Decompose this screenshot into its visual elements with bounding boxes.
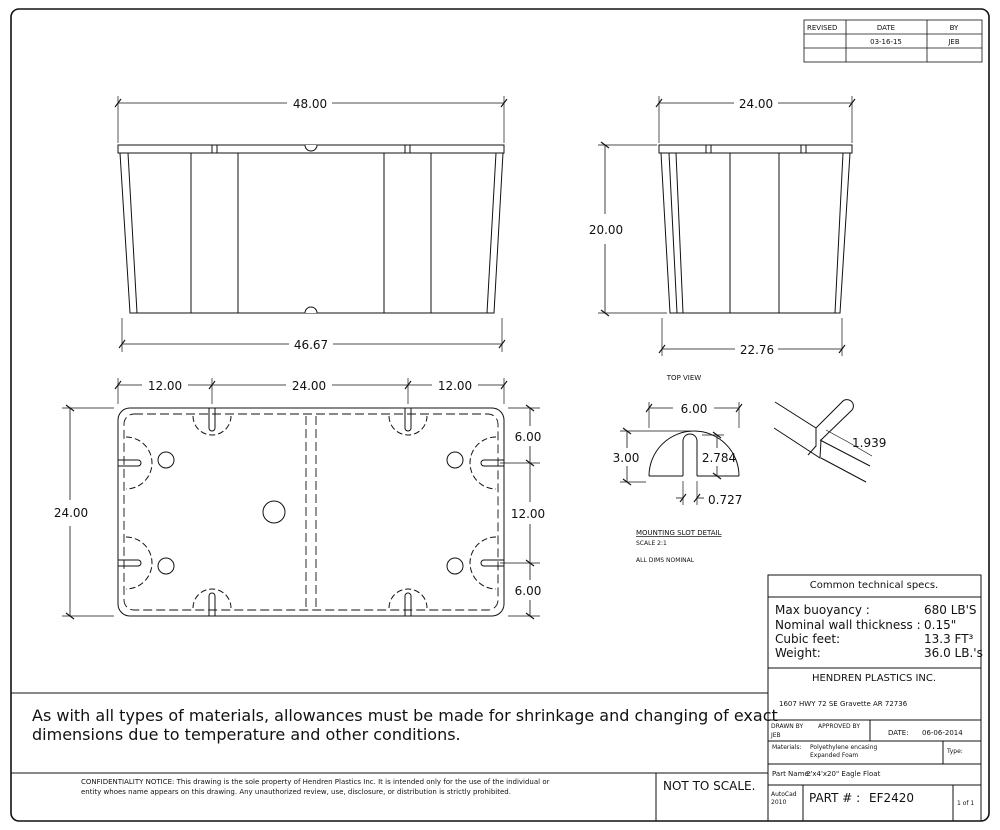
- slot-width: 6.00: [681, 402, 708, 416]
- top-view: [62, 378, 540, 620]
- revision-header-revised: REVISED: [807, 24, 837, 32]
- front-view-bottom-width: 46.67: [294, 338, 328, 352]
- spec-label-cubic: Cubic feet:: [775, 632, 840, 646]
- title-block: [767, 574, 982, 822]
- revision-date: 03-16-15: [870, 38, 902, 46]
- allowance-note-line1: As with all types of materials, allowanc…: [32, 706, 778, 725]
- top-view-right-bot: 6.00: [515, 584, 542, 598]
- software-label: AutoCad: [771, 791, 797, 798]
- materials-line2: Expanded Foam: [810, 752, 858, 759]
- materials-line1: Polyethylene encasing: [810, 744, 878, 751]
- slot-width-small: 0.727: [708, 493, 742, 507]
- not-to-scale: NOT TO SCALE.: [663, 779, 755, 793]
- sheet-number: 1 of 1: [957, 800, 974, 807]
- top-view-seg-right: 12.00: [438, 379, 472, 393]
- spec-value-buoyancy: 680 LB'S: [924, 603, 977, 617]
- top-view-seg-left: 12.00: [148, 379, 182, 393]
- approved-by-label: APPROVED BY: [818, 723, 860, 730]
- part-number-label: PART # :: [809, 791, 860, 805]
- spec-label-buoyancy: Max buoyancy :: [775, 603, 870, 617]
- part-name: 2'x4'x20" Eagle Float: [806, 770, 881, 778]
- spec-label-wall: Nominal wall thickness :: [775, 618, 921, 632]
- top-view-height: 24.00: [54, 506, 88, 520]
- company-name: HENDREN PLASTICS INC.: [812, 673, 936, 684]
- date-value: 06-06-2014: [922, 729, 963, 737]
- spec-value-wall: 0.15": [924, 618, 956, 632]
- side-view-bottom-width: 22.76: [740, 343, 774, 357]
- spec-value-weight: 36.0 LB.'s: [924, 646, 983, 660]
- front-view-top-width: 48.00: [293, 97, 327, 111]
- materials-label: Materials:: [772, 744, 802, 751]
- side-view: [598, 96, 856, 356]
- spec-value-cubic: 13.3 FT³: [924, 632, 974, 646]
- allowance-note-line2: dimensions due to temperature and other …: [32, 725, 461, 744]
- spec-label-weight: Weight:: [775, 646, 821, 660]
- side-view-height: 20.00: [589, 223, 623, 237]
- drawn-by: JEB: [770, 732, 781, 739]
- company-address: 1607 HWY 72 SE Gravette AR 72736: [779, 700, 908, 708]
- specs-title: Common technical specs.: [810, 580, 938, 591]
- revision-block: REVISED DATE BY 03-16-15 JEB: [803, 19, 983, 63]
- top-view-right-top: 6.00: [515, 430, 542, 444]
- type-label: Type:: [946, 748, 963, 755]
- slot-detail-scale: SCALE 2:1: [636, 540, 667, 547]
- date-label: DATE:: [888, 729, 909, 737]
- slot-detail-title: MOUNTING SLOT DETAIL: [636, 529, 722, 537]
- revision-header-date: DATE: [877, 24, 895, 32]
- drawn-by-label: DRAWN BY: [771, 723, 803, 730]
- slot-detail: [620, 399, 873, 505]
- revision-header-by: BY: [950, 24, 959, 32]
- top-view-right-mid: 12.00: [511, 507, 545, 521]
- software-year: 2010: [771, 799, 786, 806]
- specs-list: Max buoyancy : 680 LB'S Nominal wall thi…: [775, 603, 983, 660]
- confidentiality-line2: entity whoes name appears on this drawin…: [81, 788, 511, 796]
- part-number: EF2420: [869, 791, 914, 805]
- part-name-label: Part Name:: [772, 770, 811, 778]
- slot-depth: 2.784: [702, 451, 736, 465]
- top-view-seg-mid: 24.00: [292, 379, 326, 393]
- side-view-caption: TOP VIEW: [666, 374, 702, 382]
- sheet-border: [10, 8, 990, 822]
- revision-by: JEB: [947, 38, 959, 46]
- iso-dimension: 1.939: [852, 436, 886, 450]
- slot-height: 3.00: [613, 451, 640, 465]
- side-view-top-width: 24.00: [739, 97, 773, 111]
- slot-detail-note: ALL DIMS NOMINAL: [636, 557, 695, 564]
- front-view: [114, 96, 508, 352]
- confidentiality-line1: CONFIDENTIALITY NOTICE: This drawing is …: [81, 778, 550, 786]
